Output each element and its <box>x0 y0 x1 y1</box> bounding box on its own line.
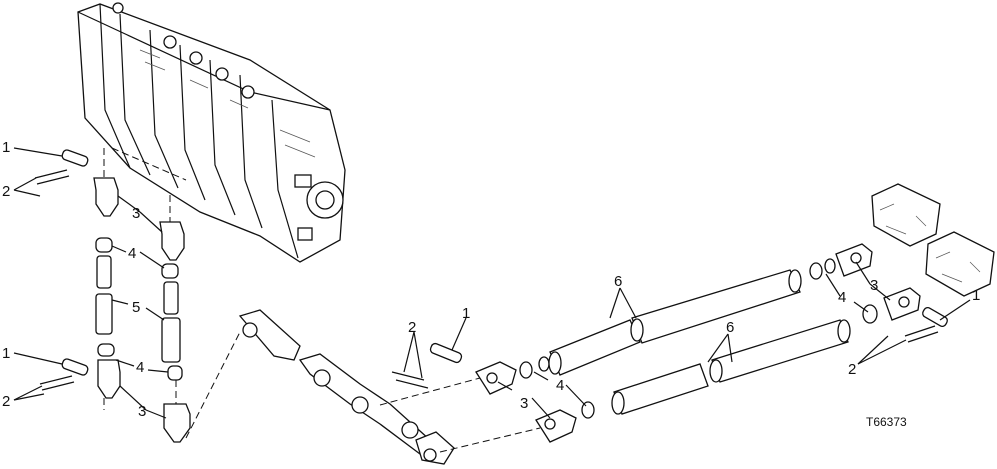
cotter-pin-center <box>391 371 429 389</box>
callout-2-lower-left: 2 <box>2 393 10 410</box>
cotter-pin-upper <box>34 169 70 185</box>
rod-short-upper <box>549 319 641 376</box>
jam-nut-right <box>161 263 179 279</box>
callout-4-lower-left: 4 <box>136 359 144 376</box>
callout-labels: 1 2 3 4 5 1 2 4 3 2 1 6 6 3 4 3 4 1 2 T6… <box>2 139 980 429</box>
clevis-pin-right <box>922 306 948 328</box>
callout-1-lower-left: 1 <box>2 345 10 362</box>
figure-id: T66373 <box>866 415 907 429</box>
callout-3-lower-left: 3 <box>138 403 146 420</box>
callout-4-center: 4 <box>556 377 564 394</box>
callout-2-upper-left: 2 <box>2 183 10 200</box>
jam-nut-left <box>95 237 113 253</box>
control-valve-assembly <box>77 2 346 263</box>
callout-3-right: 3 <box>870 277 878 294</box>
leader-lines <box>13 147 971 419</box>
left-linkage-chain <box>93 147 191 443</box>
clevis-lower-right <box>163 403 191 443</box>
callout-3-left: 3 <box>132 205 140 222</box>
pins-center <box>391 342 463 389</box>
rod-long-upper <box>631 269 801 344</box>
clevis-lower-left <box>97 359 121 399</box>
cotter-pin-right <box>904 325 939 343</box>
rods <box>548 269 851 415</box>
callout-2-right: 2 <box>848 361 856 378</box>
pins-left <box>34 149 89 391</box>
callout-5-left: 5 <box>132 299 140 316</box>
pedal-bracket-lower <box>925 231 995 297</box>
center-clevises <box>379 356 595 453</box>
clevis-upper-left <box>93 177 119 217</box>
callout-2-center: 2 <box>408 319 416 336</box>
callout-3-center: 3 <box>520 395 528 412</box>
callout-1-upper-left: 1 <box>2 139 10 156</box>
pedal-bracket-upper <box>871 183 941 247</box>
clevis-pin-lower <box>61 358 89 376</box>
right-end-assembly <box>809 183 995 343</box>
clevis-pin-upper <box>61 149 89 167</box>
callout-1-right: 1 <box>972 287 980 304</box>
link-rod-left <box>96 255 112 289</box>
clevis-pin-center <box>429 342 463 364</box>
link-rod-right <box>163 281 179 315</box>
cotter-pin-lower <box>39 375 75 391</box>
callout-4-right: 4 <box>838 289 846 306</box>
bell-crank-assembly <box>185 309 455 465</box>
callout-4-left: 4 <box>128 245 136 262</box>
clevis-upper-right <box>159 221 185 261</box>
callout-6-upper: 6 <box>614 273 622 290</box>
callout-1-center: 1 <box>462 305 470 322</box>
clevis-center-lower <box>535 409 577 443</box>
callout-6-lower: 6 <box>726 319 734 336</box>
rod-short-lower <box>613 363 709 415</box>
